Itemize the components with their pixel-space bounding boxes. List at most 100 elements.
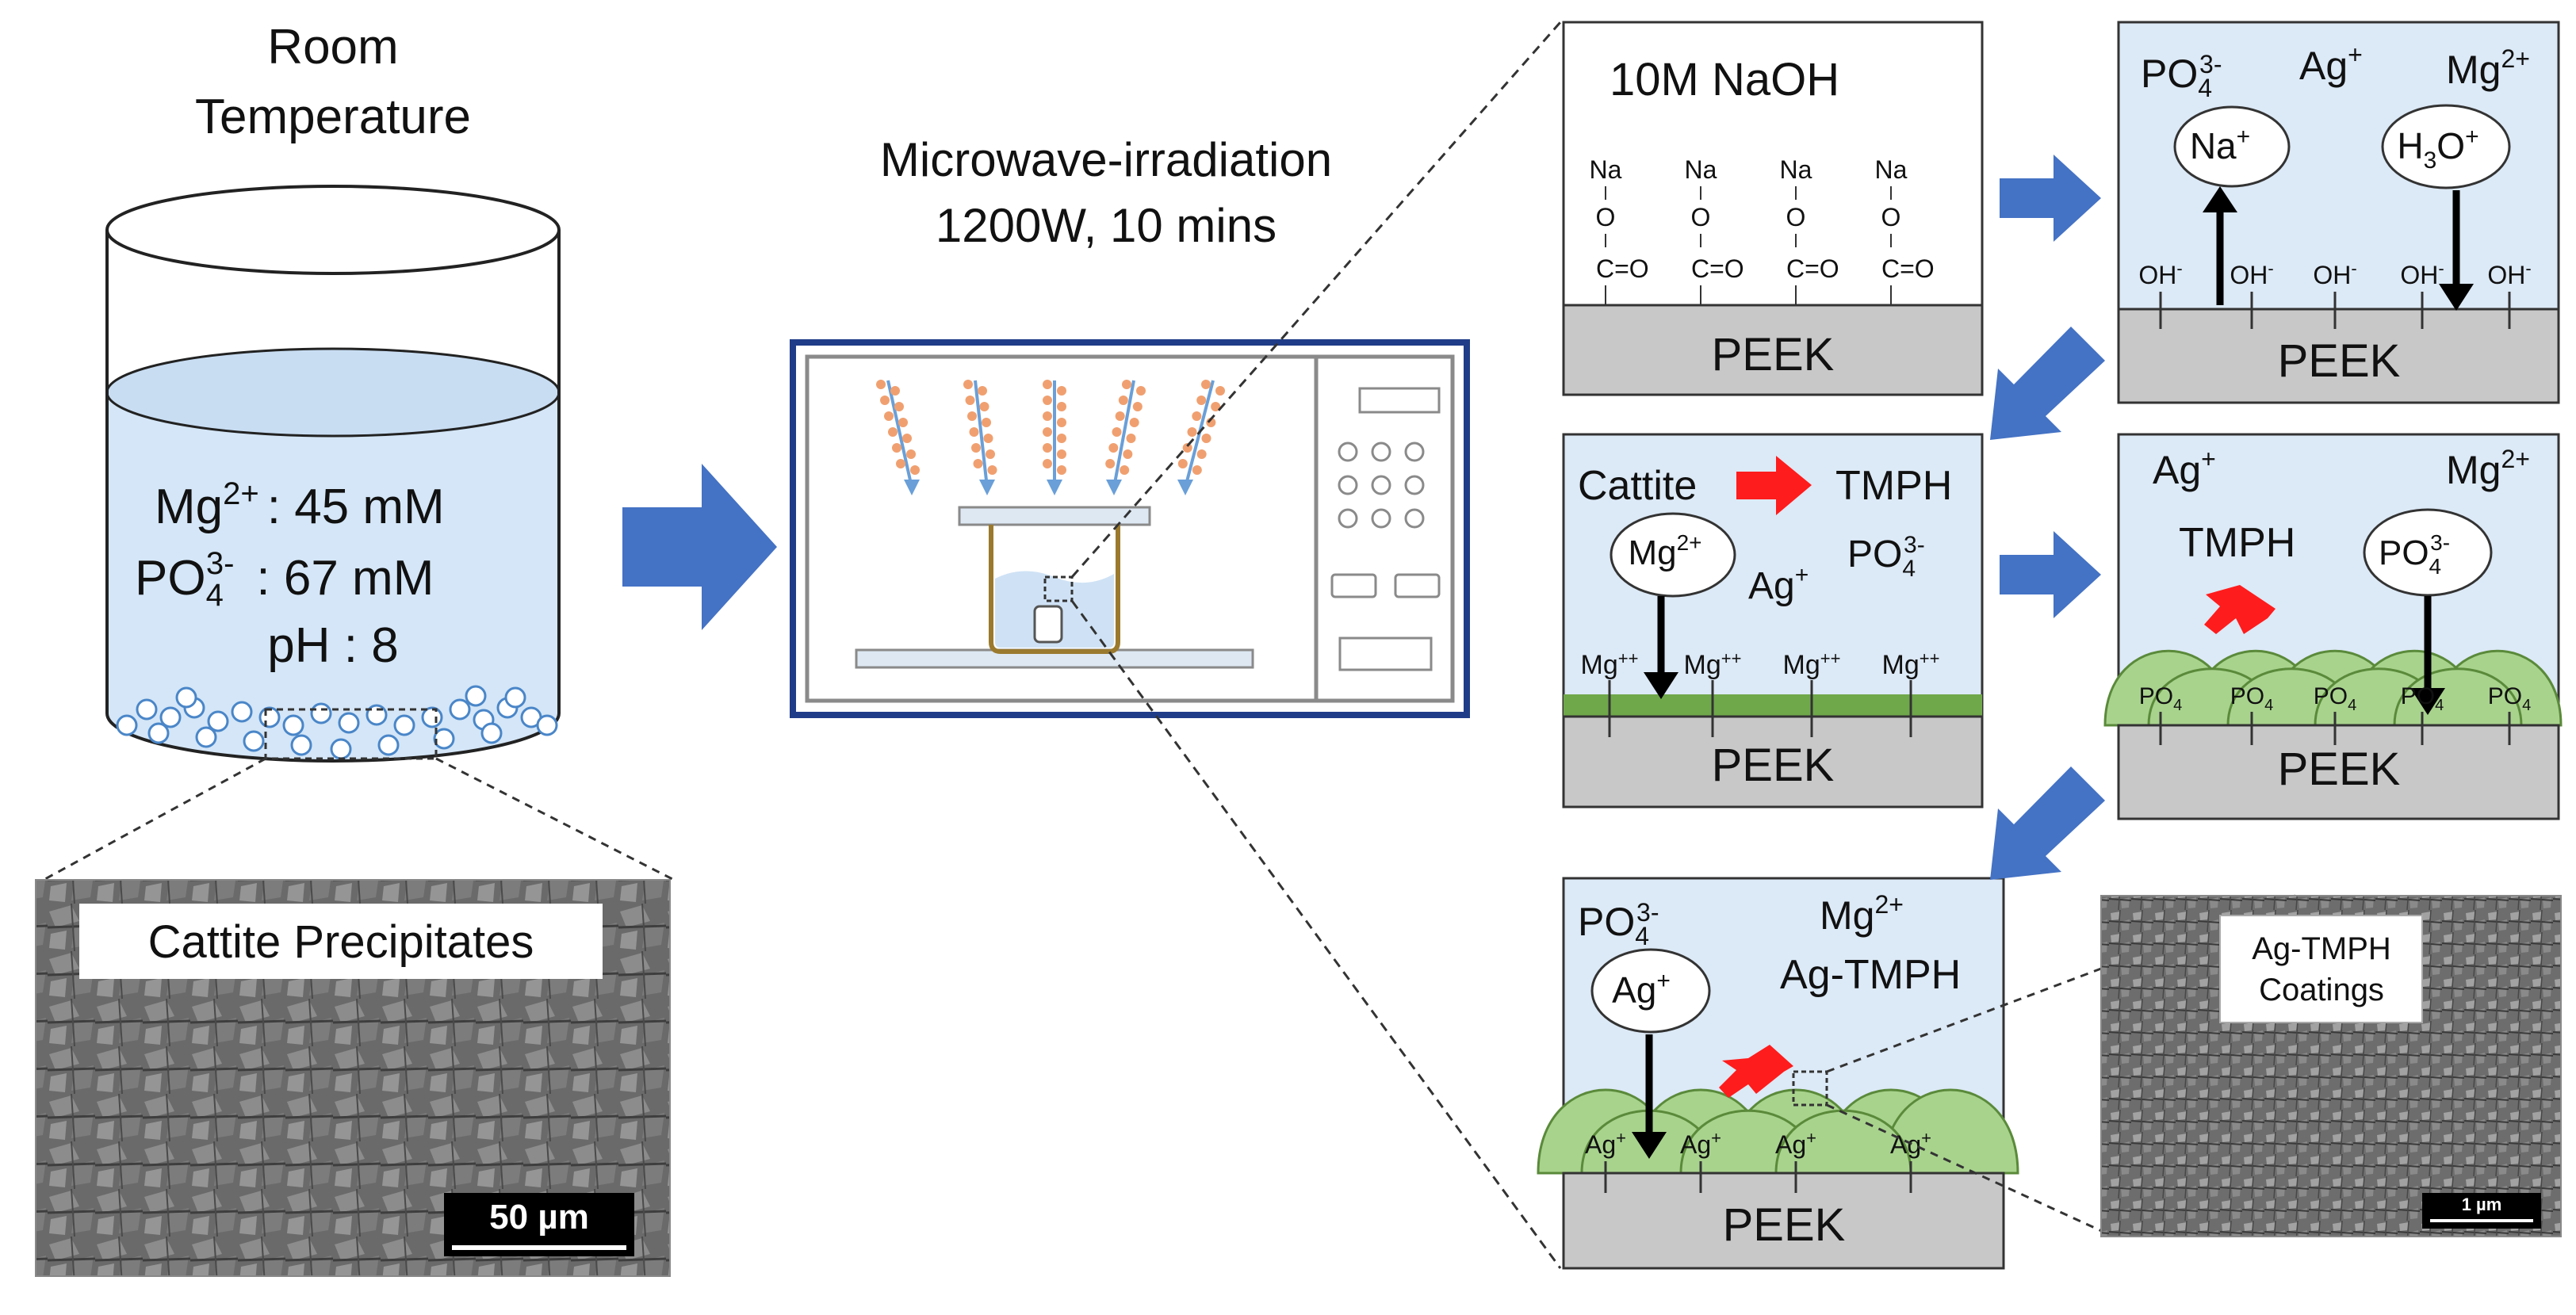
microwave-wave-dot [963, 380, 973, 389]
zoom-line-bottom [1070, 600, 1562, 1269]
microwave-zoom-marker [1043, 575, 1074, 602]
panel-5-po4: PO43- [1578, 898, 1659, 950]
sem-right-label-line1: Ag-TMPH [2252, 931, 2391, 966]
microwave-wave-dot [1182, 443, 1192, 453]
microwave-wave-dot [894, 402, 904, 411]
panel-3-cattite-tmph: Cattite TMPH Mg2+ Ag+ PO43- Mg++Mg++Mg++… [1562, 433, 1984, 808]
microwave-wave-dot [1057, 434, 1066, 443]
microwave-wave [886, 380, 913, 488]
beaker-title-line2: Temperature [195, 90, 471, 144]
sem-right-scale: 1 µm [2462, 1195, 2502, 1214]
precipitate-bubble [310, 702, 332, 724]
panel-2-peek-substrate [2117, 308, 2560, 404]
microwave-wave-dot [1043, 443, 1052, 453]
microwave-wave-dot [1122, 380, 1131, 389]
microwave-keypad-button [1371, 508, 1391, 529]
microwave-wave-dot [1196, 449, 1207, 459]
precipitate-bubble [116, 714, 138, 736]
precipitate-bubble [258, 706, 281, 728]
panel-2-h3o-circle [2381, 104, 2511, 189]
panel-5-agtmph: Ag-TMPH [1780, 952, 1961, 998]
microwave-wave-dot [1105, 459, 1116, 468]
beaker-title-line1: Room [267, 20, 398, 75]
panel-4-po4-site-label: PO4 [2401, 683, 2444, 714]
microwave-keypad-button [1404, 508, 1425, 529]
panel-4-mg: Mg2+ [2446, 445, 2530, 492]
beaker-ph-line: pH : 8 [267, 618, 398, 673]
microwave-wave-dot [1192, 411, 1202, 421]
microwave-wave-dot [987, 465, 997, 475]
microwave-wave-dot [1057, 386, 1066, 396]
precipitate-bubbles [116, 685, 558, 760]
microwave-lid-plate [958, 506, 1151, 526]
panel-5-ag-tmph: PO43- Mg2+ Ag-TMPH Ag+ Ag+Ag+Ag+Ag+ PEEK [1537, 877, 2019, 1270]
panel-3-ag: Ag+ [1748, 562, 1809, 607]
microwave-title-line1: Microwave-irradiation [880, 133, 1332, 186]
panel-1-na-label: Na [1780, 155, 1812, 184]
panel-1-o-label: O [1596, 203, 1616, 231]
microwave-wave-dot [973, 459, 983, 468]
panel-1-solution-label: 10M NaOH [1610, 54, 1839, 105]
microwave-wave-dot [906, 449, 916, 459]
panel-1-na-label: Na [1875, 155, 1908, 184]
microwave-keypad-button [1404, 442, 1425, 462]
panel-3-tmph: TMPH [1835, 463, 1952, 509]
panel-5-ag-sites: Ag+Ag+Ag+Ag+ [1585, 1128, 1931, 1193]
microwave-wave-dot [1192, 465, 1202, 475]
beaker-liquid-surface [105, 347, 561, 438]
sem-right-label-box [2219, 915, 2423, 1023]
panel-3-mgpp-label: Mg++ [1783, 648, 1841, 680]
microwave-wave-dot [1126, 434, 1136, 443]
precipitate-bubble [421, 706, 443, 728]
microwave-wave-dot [983, 434, 993, 443]
arrow-panel2-to-panel3 [1990, 327, 2105, 440]
precipitate-bubble [377, 734, 400, 756]
panel-3-po4: PO43- [1847, 532, 1925, 582]
panel-2-arrow-up-head [2203, 186, 2237, 212]
beaker-mg-line: Mg2+: 45 mM [155, 476, 445, 534]
panel-4-po4-site-label: PO4 [2139, 683, 2182, 714]
sem-left-scale: 50 µm [489, 1198, 589, 1237]
panel-2-na-circle [2173, 105, 2291, 188]
microwave-button-a [1330, 573, 1377, 598]
precipitate-bubble [195, 726, 217, 748]
panel-1-na-label: Na [1685, 155, 1717, 184]
microwave-wave-dot [969, 427, 979, 437]
precipitate-bubble [480, 722, 503, 744]
microwave-wave-dot [1043, 380, 1052, 389]
panel-2-mg: Mg2+ [2446, 44, 2530, 92]
microwave-wave-dot [1115, 411, 1125, 421]
panel-1-o-label: O [1881, 203, 1901, 231]
microwave-vessel [989, 525, 1120, 654]
panel-4-po4-site-label: PO4 [2314, 683, 2356, 714]
panel-5-dome [1774, 1109, 1912, 1175]
precipitate-bubble [282, 714, 304, 736]
panel-5-zoom-marker [1792, 1070, 1828, 1107]
sem-left-label-box [79, 904, 603, 979]
panel-2-na-label: Na+ [2190, 124, 2250, 166]
precipitate-bubble [231, 701, 253, 723]
microwave-wave-dot [884, 411, 894, 421]
microwave-wave-dot [890, 386, 900, 396]
panel-3-peek-label: PEEK [1712, 740, 1835, 791]
panel-2-ion-exchange: PO43- Ag+ Mg2+ Na+ H3O+ OH-OH-OH-OH-OH- … [2117, 21, 2560, 404]
panel-3-cattite: Cattite [1578, 463, 1697, 509]
microwave-keypad-button [1404, 475, 1425, 495]
panel-4-po4-site-label: PO4 [2230, 683, 2273, 714]
beaker-solution [107, 392, 559, 761]
panel-4-po4-circle-label: PO43- [2379, 530, 2450, 579]
precipitate-bubble [465, 685, 487, 707]
panel-1-na-label: Na [1590, 155, 1622, 184]
precipitate-bubble [536, 714, 558, 736]
beaker-bottom [105, 713, 561, 763]
panel-5-ag-tmph-domes [1537, 1088, 2019, 1175]
panel-4-ag: Ag+ [2153, 445, 2216, 492]
panel-2-oh-label: OH- [2138, 258, 2182, 289]
panel-3-mg-sites: Mg++Mg++Mg++Mg++ [1581, 648, 1939, 737]
microwave-wave-head [1106, 480, 1122, 495]
panel-2-oh-label: OH- [2313, 258, 2356, 289]
microwave-wave-dot [1129, 418, 1139, 427]
panel-2-oh-label: OH- [2400, 258, 2444, 289]
microwave-keypad-button [1338, 508, 1358, 529]
